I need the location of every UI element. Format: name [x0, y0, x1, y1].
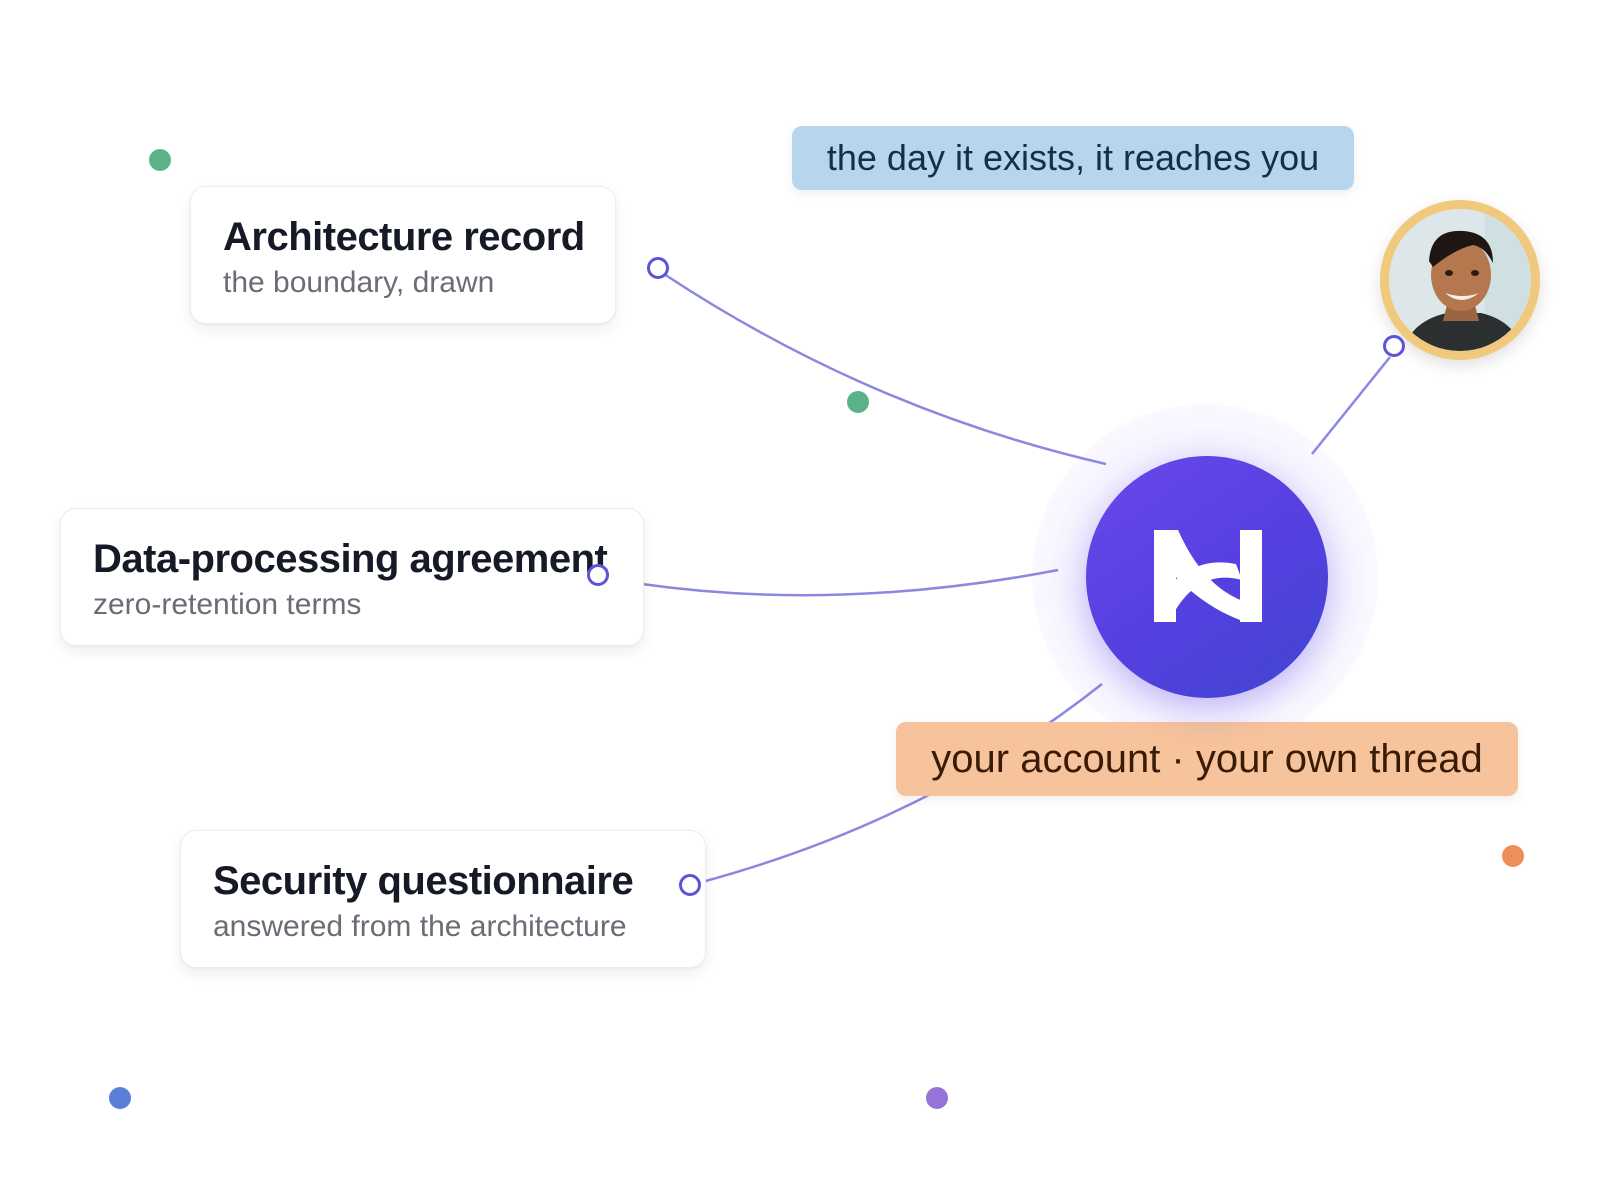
decorative-dot: [847, 391, 869, 413]
card-title: Architecture record: [223, 215, 585, 259]
n-logo-icon: [1154, 530, 1262, 622]
connector-node: [1383, 335, 1405, 357]
card-subtitle: zero-retention terms: [93, 588, 362, 621]
connector-security: [701, 683, 1103, 884]
user-avatar: [1380, 200, 1540, 360]
decorative-dot: [926, 1087, 948, 1109]
connector-dpa: [641, 568, 1059, 597]
reach-label-pill: the day it exists, it reaches you: [792, 126, 1354, 190]
hub-logo: [1086, 456, 1328, 698]
security-questionnaire-card: Security questionnaire answered from the…: [180, 830, 706, 968]
decorative-dot: [149, 149, 171, 171]
architecture-record-card: Architecture record the boundary, drawn: [190, 186, 616, 324]
connector-node: [587, 564, 609, 586]
account-thread-pill: your account · your own thread: [896, 722, 1518, 796]
connector-node: [647, 257, 669, 279]
card-subtitle: answered from the architecture: [213, 910, 627, 943]
connector-avatar: [1311, 356, 1391, 455]
card-title: Security questionnaire: [213, 859, 634, 903]
decorative-dot: [109, 1087, 131, 1109]
card-subtitle: the boundary, drawn: [223, 266, 495, 299]
card-title: Data-processing agreement: [93, 537, 608, 581]
data-processing-agreement-card: Data-processing agreement zero-retention…: [60, 508, 644, 646]
connector-node: [679, 874, 701, 896]
person-avatar-icon: [1389, 209, 1531, 351]
connector-architecture: [663, 272, 1107, 466]
decorative-dot: [1502, 845, 1524, 867]
